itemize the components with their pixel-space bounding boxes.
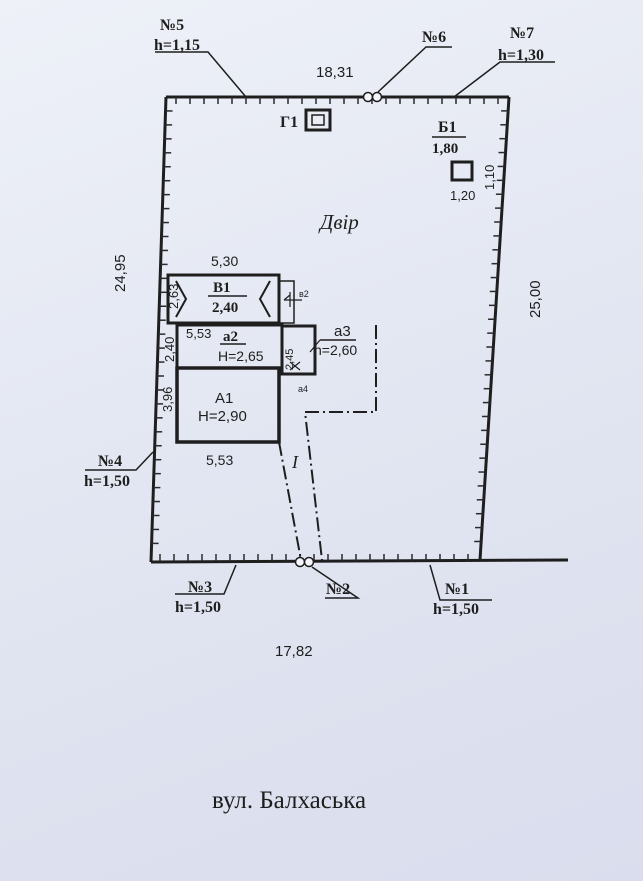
- post-marker-6: [362, 91, 383, 103]
- leader-lines: [85, 46, 555, 601]
- a1-label: А1: [215, 390, 233, 407]
- a3-height: h=2,60: [314, 342, 357, 358]
- v1-structure: [166, 273, 295, 325]
- a3-depth: 2,45: [284, 349, 296, 370]
- a2-height: Н=2,65: [218, 348, 264, 364]
- point-5-number: №5: [160, 17, 184, 34]
- passage-lines: [278, 325, 377, 561]
- point-7-number: №7: [510, 25, 534, 42]
- v1-width: 5,30: [211, 253, 238, 269]
- a2-label: а2: [223, 329, 238, 345]
- passage-label: I: [291, 452, 299, 472]
- point-7-height: h=1,30: [498, 47, 544, 64]
- b1-label: Б1: [438, 119, 457, 136]
- a2-width: 5,53: [186, 326, 211, 341]
- point-2-number: №2: [326, 581, 350, 598]
- a1-depth: 3,96: [160, 387, 175, 412]
- right-side-length: 25,00: [527, 280, 544, 318]
- v2-label: в2: [299, 289, 309, 299]
- plot-boundary: [149, 95, 569, 564]
- a1-structure: [175, 366, 281, 444]
- street-name: вул. Балхаська: [212, 787, 366, 814]
- left-side-length: 24,95: [112, 254, 129, 292]
- b1-depth: 1,10: [482, 165, 497, 190]
- point-4-number: №4: [98, 453, 122, 470]
- point-1-height: h=1,50: [433, 601, 479, 618]
- point-5-height: h=1,15: [154, 37, 200, 54]
- a2-depth: 2,40: [162, 337, 177, 362]
- point-1-number: №1: [445, 581, 469, 598]
- g1-structure-inner: [311, 114, 325, 126]
- bottom-side-length: 17,82: [275, 643, 313, 660]
- v2-arrow: [283, 292, 302, 307]
- a1-height: Н=2,90: [198, 408, 247, 425]
- top-side-length: 18,31: [316, 64, 354, 81]
- v1-label: В1: [213, 280, 231, 296]
- point-6-number: №6: [422, 29, 446, 46]
- point-3-height: h=1,50: [175, 599, 221, 616]
- g1-structure: [304, 108, 332, 132]
- point-4-height: h=1,50: [84, 473, 130, 490]
- v1-depth: 2,63: [166, 284, 181, 309]
- g1-label: Г1: [280, 114, 298, 131]
- v1-height: 2,40: [212, 300, 238, 316]
- post-marker-2: [294, 556, 315, 568]
- a1-width: 5,53: [206, 452, 233, 468]
- b1-structure: [450, 160, 474, 182]
- a4-label: а4: [298, 384, 308, 394]
- a3-structure: [280, 324, 317, 376]
- b1-height: 1,80: [432, 141, 458, 157]
- point-3-number: №3: [188, 579, 212, 596]
- a3-label: а3: [334, 323, 351, 340]
- a3-leader: [309, 339, 321, 353]
- yard-label: Двір: [318, 210, 359, 234]
- boundary-hatching: [151, 97, 509, 561]
- b1-width: 1,20: [450, 188, 475, 203]
